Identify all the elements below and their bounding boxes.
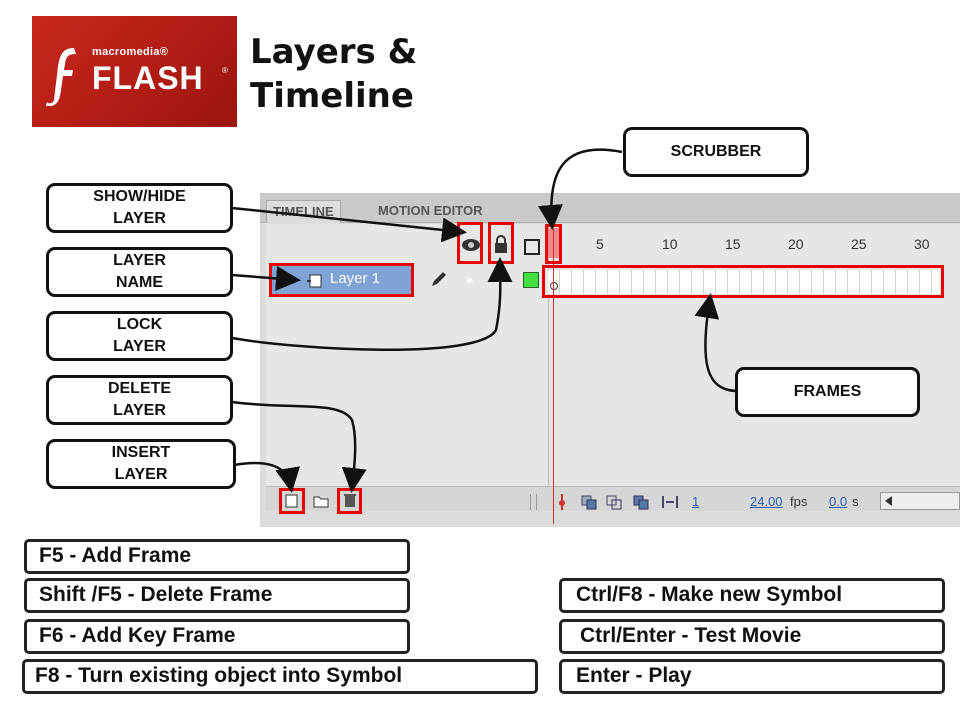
pencil-icon[interactable] bbox=[428, 268, 450, 290]
callout-delete-layer: DELETE LAYER bbox=[46, 375, 233, 425]
outline-toggle-icon[interactable] bbox=[524, 239, 540, 255]
shortcut-enter: Enter - Play bbox=[559, 659, 945, 694]
edit-multiple-frames-icon[interactable] bbox=[632, 494, 650, 510]
shortcut-f6: F6 - Add Key Frame bbox=[24, 619, 410, 654]
logo-macromedia-text: macromedia® bbox=[92, 46, 169, 58]
shortcut-shift-f5: Shift /F5 - Delete Frame bbox=[24, 578, 410, 613]
highlight-layer-name bbox=[269, 263, 414, 297]
elapsed-time-value[interactable]: 0.0 bbox=[829, 494, 848, 509]
highlight-scrubber bbox=[545, 224, 562, 264]
panel-tab-bar: TIMELINE MOTION EDITOR bbox=[260, 194, 960, 223]
scrubber-line[interactable] bbox=[553, 228, 554, 524]
onion-outline-icon[interactable] bbox=[605, 494, 623, 510]
tab-motion-editor[interactable]: MOTION EDITOR bbox=[378, 203, 483, 218]
callout-insert-layer: INSERT LAYER bbox=[46, 439, 236, 489]
current-frame-value[interactable]: 1 bbox=[692, 494, 700, 509]
macromedia-flash-logo: macromedia® FLASH ® bbox=[32, 16, 237, 127]
ruler-tick: 30 bbox=[914, 236, 930, 252]
logo-flash-text: FLASH bbox=[92, 60, 204, 96]
lock-icon[interactable] bbox=[489, 233, 513, 257]
shortcut-f5: F5 - Add Frame bbox=[24, 539, 410, 574]
new-folder-icon[interactable] bbox=[312, 493, 330, 509]
ruler-tick: 15 bbox=[725, 236, 741, 252]
frame-strip[interactable] bbox=[548, 270, 940, 294]
shortcut-f8: F8 - Turn existing object into Symbol bbox=[22, 659, 538, 694]
ruler-tick: 20 bbox=[788, 236, 804, 252]
page-title: Layers & Timeline bbox=[250, 32, 418, 116]
horizontal-scrollbar[interactable] bbox=[880, 492, 960, 510]
onion-skin-icon[interactable] bbox=[580, 494, 598, 510]
highlight-frames bbox=[542, 265, 944, 298]
ruler-tick: 10 bbox=[662, 236, 678, 252]
new-layer-icon[interactable] bbox=[282, 492, 300, 510]
ruler-tick: 5 bbox=[596, 236, 604, 252]
highlight-delete-layer bbox=[337, 488, 362, 514]
bar-divider bbox=[530, 494, 531, 510]
keyframe-marker[interactable] bbox=[550, 282, 558, 290]
frames-pane bbox=[548, 224, 960, 486]
flash-f-icon bbox=[46, 48, 76, 106]
fps-value[interactable]: 24.00 bbox=[750, 494, 783, 509]
callout-layer-name: LAYER NAME bbox=[46, 247, 233, 297]
center-frame-icon[interactable] bbox=[556, 494, 568, 510]
ruler-tick: 25 bbox=[851, 236, 867, 252]
callout-frames: FRAMES bbox=[735, 367, 920, 417]
trash-icon[interactable] bbox=[341, 491, 359, 509]
highlight-lock bbox=[488, 222, 514, 264]
logo-registered-mark: ® bbox=[222, 66, 228, 75]
shortcut-ctrl-enter: Ctrl/Enter - Test Movie bbox=[559, 619, 945, 654]
highlight-show-hide bbox=[457, 222, 483, 264]
time-unit: s bbox=[852, 494, 859, 509]
tab-timeline[interactable]: TIMELINE bbox=[266, 200, 341, 223]
fps-unit: fps bbox=[790, 494, 808, 509]
scroll-left-icon[interactable] bbox=[885, 496, 892, 506]
outline-color-swatch[interactable] bbox=[523, 272, 539, 288]
callout-show-hide-layer: SHOW/HIDE LAYER bbox=[46, 183, 233, 233]
shortcut-ctrl-f8: Ctrl/F8 - Make new Symbol bbox=[559, 578, 945, 613]
callout-scrubber: SCRUBBER bbox=[623, 127, 809, 177]
callout-lock-layer: LOCK LAYER bbox=[46, 311, 233, 361]
timeline-status-bar bbox=[266, 486, 960, 511]
highlight-insert-layer bbox=[279, 488, 305, 514]
modify-markers-icon[interactable] bbox=[661, 494, 679, 510]
bar-divider bbox=[536, 494, 537, 510]
